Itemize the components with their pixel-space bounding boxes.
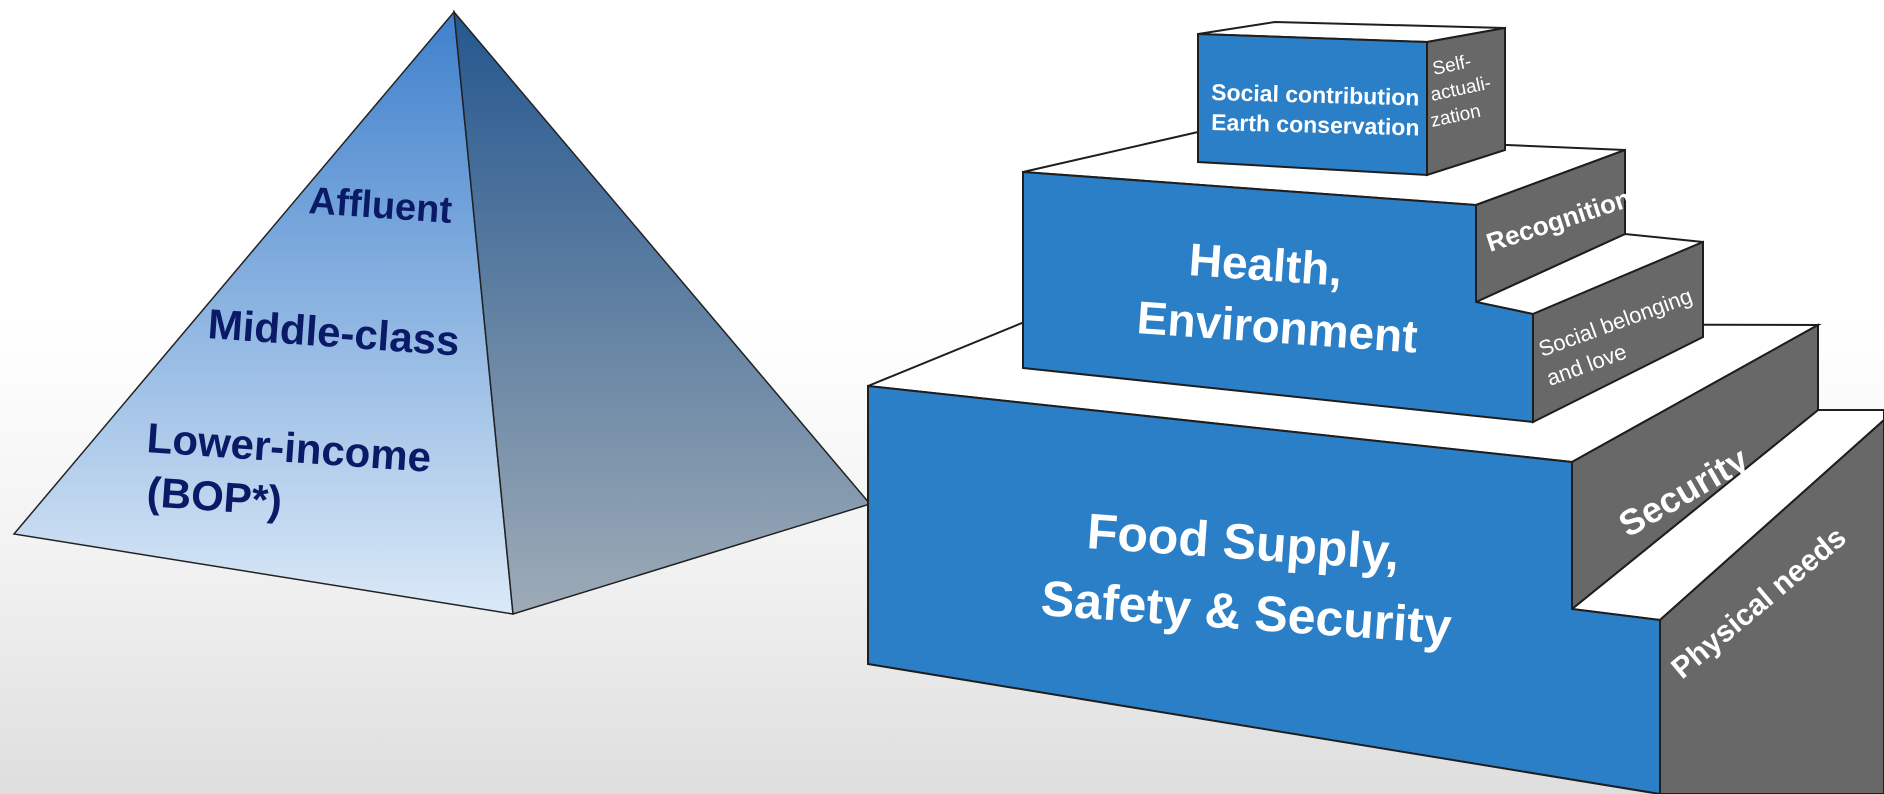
needs-pyramid: Food Supply, Safety & Security Security … <box>867 20 1884 794</box>
middle-front-line1: Health, <box>1187 233 1344 296</box>
tier-middle: Health, Environment Recognition Social b… <box>1022 130 1704 424</box>
tier-middle-front <box>1022 170 1534 424</box>
tier-base: Food Supply, Safety & Security Security … <box>867 321 1884 794</box>
tier-top-front <box>1197 32 1428 177</box>
tier-base-front <box>867 384 1661 794</box>
top-front-line1: Social contribution <box>1211 79 1420 110</box>
tier-top: Social contribution Earth conservation S… <box>1197 20 1506 177</box>
top-front-line2: Earth conservation <box>1211 109 1420 140</box>
level-bop: (BOP*) <box>145 468 283 524</box>
income-pyramid-side-face <box>453 9 872 615</box>
income-pyramid: Affluent Middle-class Lower-income (BOP*… <box>12 9 872 615</box>
level-affluent: Affluent <box>307 180 453 232</box>
